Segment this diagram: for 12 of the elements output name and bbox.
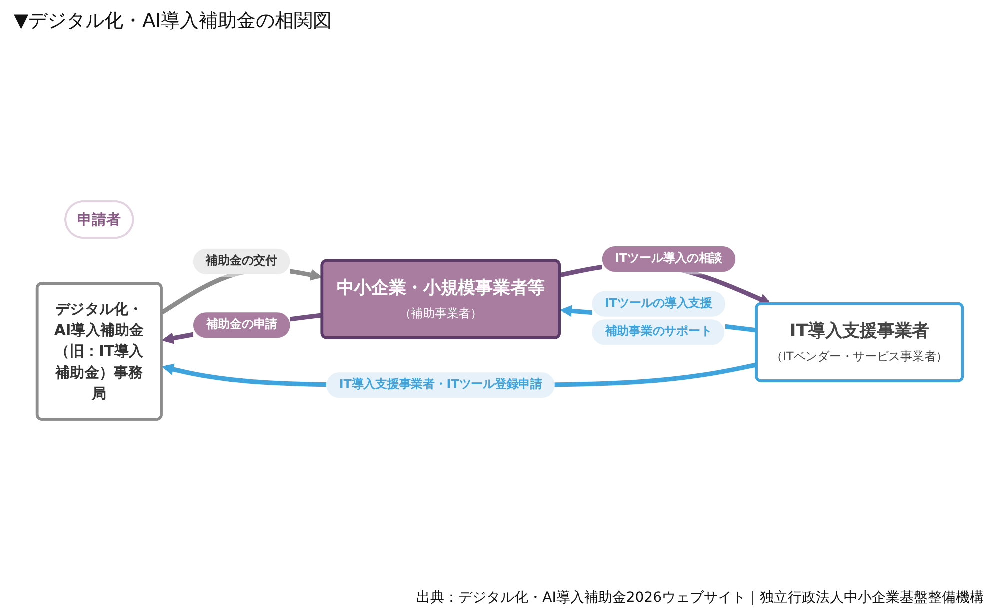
edge-label: ITツールの導入支援 (592, 291, 726, 318)
diagram-title: ▼デジタル化・AI導入補助金の相関図 (14, 9, 332, 34)
company-box: 中小企業・小規模事業者等 （補助事業者） (320, 259, 561, 340)
secretariat-box: デジタル化・AI導入補助金（旧：IT導入補助金）事務局 (36, 282, 163, 421)
edge-label: 補助金の交付 (193, 248, 290, 275)
applicant-pill: 申請者 (64, 200, 134, 239)
note-label: 補助事業のサポート (592, 320, 725, 346)
edge-label: ITツール導入の相談 (602, 246, 736, 272)
edge-label: 補助金の申請 (194, 312, 290, 338)
edge-label: IT導入支援事業者・ITツール登録申請 (326, 372, 556, 398)
vendor-box: IT導入支援事業者 （ITベンダー・サービス事業者） (755, 302, 964, 382)
source-caption: 出典：デジタル化・AI導入補助金2026ウェブサイト｜独立行政法人中小企業基盤整備機構 (416, 589, 984, 607)
